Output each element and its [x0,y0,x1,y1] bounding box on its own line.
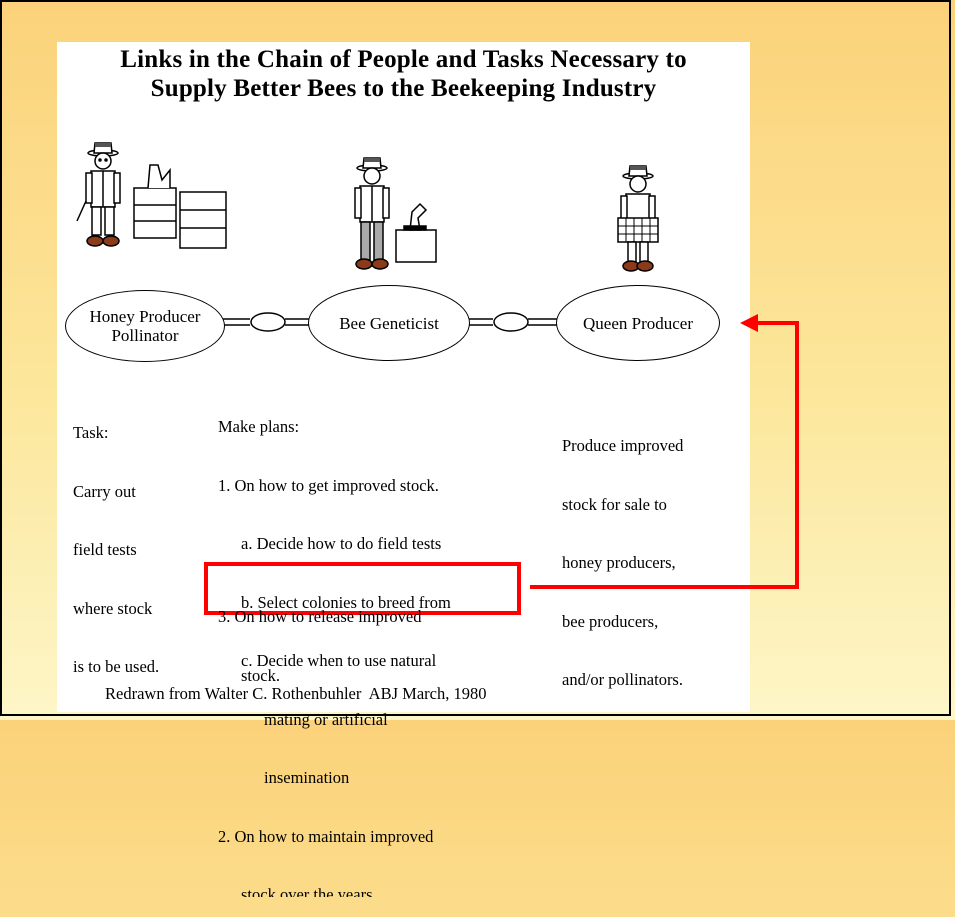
node-honey-producer-line1: Honey Producer [89,307,201,326]
node-honey-producer-line2: Pollinator [111,326,179,345]
plan-item-continued: stock. [241,665,280,685]
microscope-icon [395,202,437,263]
plans-heading: Make plans: [218,417,300,436]
beekeeper-figure-3 [617,165,659,272]
task-line: Carry out [73,481,136,501]
task-line: stock for sale to [562,494,667,514]
title-line-1: Links in the Chain of People and Tasks N… [120,46,687,73]
node-bee-geneticist: Bee Geneticist [308,285,470,361]
task-line: bee producers, [562,611,659,631]
chain-link-2 [468,312,557,332]
plan-item-continued: stock over the years [241,885,373,897]
plan-item: 1. On how to get improved stock. [218,475,439,495]
task-line: where stock [73,598,153,618]
plan-item: 3. On how to release improved [218,607,422,626]
title-line-2: Supply Better Bees to the Beekeeping Ind… [150,75,657,102]
task-line: is to be used. [73,657,160,676]
plan-item: 2. On how to maintain improved [218,826,434,846]
credit-line: Redrawn from Walter C. Rothenbuhler ABJ … [105,684,487,703]
task-line: honey producers, [562,553,676,572]
task-line: Produce improved [562,436,684,455]
node-bee-geneticist-label: Bee Geneticist [339,313,439,333]
beekeeper-figure-2 [354,157,390,270]
plan-subitem: mating or artificial [264,709,388,729]
slide-frame [0,0,951,716]
geneticist-item-3: 3. On how to release improved stock. [218,568,421,705]
connector-line [530,321,799,589]
node-honey-producer: Honey Producer Pollinator [65,290,225,362]
chain-link-1 [223,312,310,332]
diagram-panel [57,42,750,712]
task-line: field tests [73,540,137,559]
queen-producer-task: Produce improved stock for sale to honey… [562,397,683,709]
node-queen-producer-label: Queen Producer [583,313,693,333]
plan-subitem: a. Decide how to do field tests [241,534,442,553]
illustrations [76,142,799,615]
highlight-box [204,562,521,615]
beekeeper-figure-1 [76,142,121,247]
node-queen-producer: Queen Producer [556,285,720,361]
honey-producer-task: Task: Carry out field tests where stock … [73,384,159,696]
plan-subitem: insemination [264,768,350,787]
hive-cabinets [133,164,227,249]
plan-subitem: b. Select colonies to breed from [241,592,451,612]
task-line: and/or pollinators. [562,670,683,689]
task-line: Task: [73,423,109,442]
plan-subitem: c. Decide when to use natural [241,651,437,670]
arrow-head-icon [740,314,758,332]
